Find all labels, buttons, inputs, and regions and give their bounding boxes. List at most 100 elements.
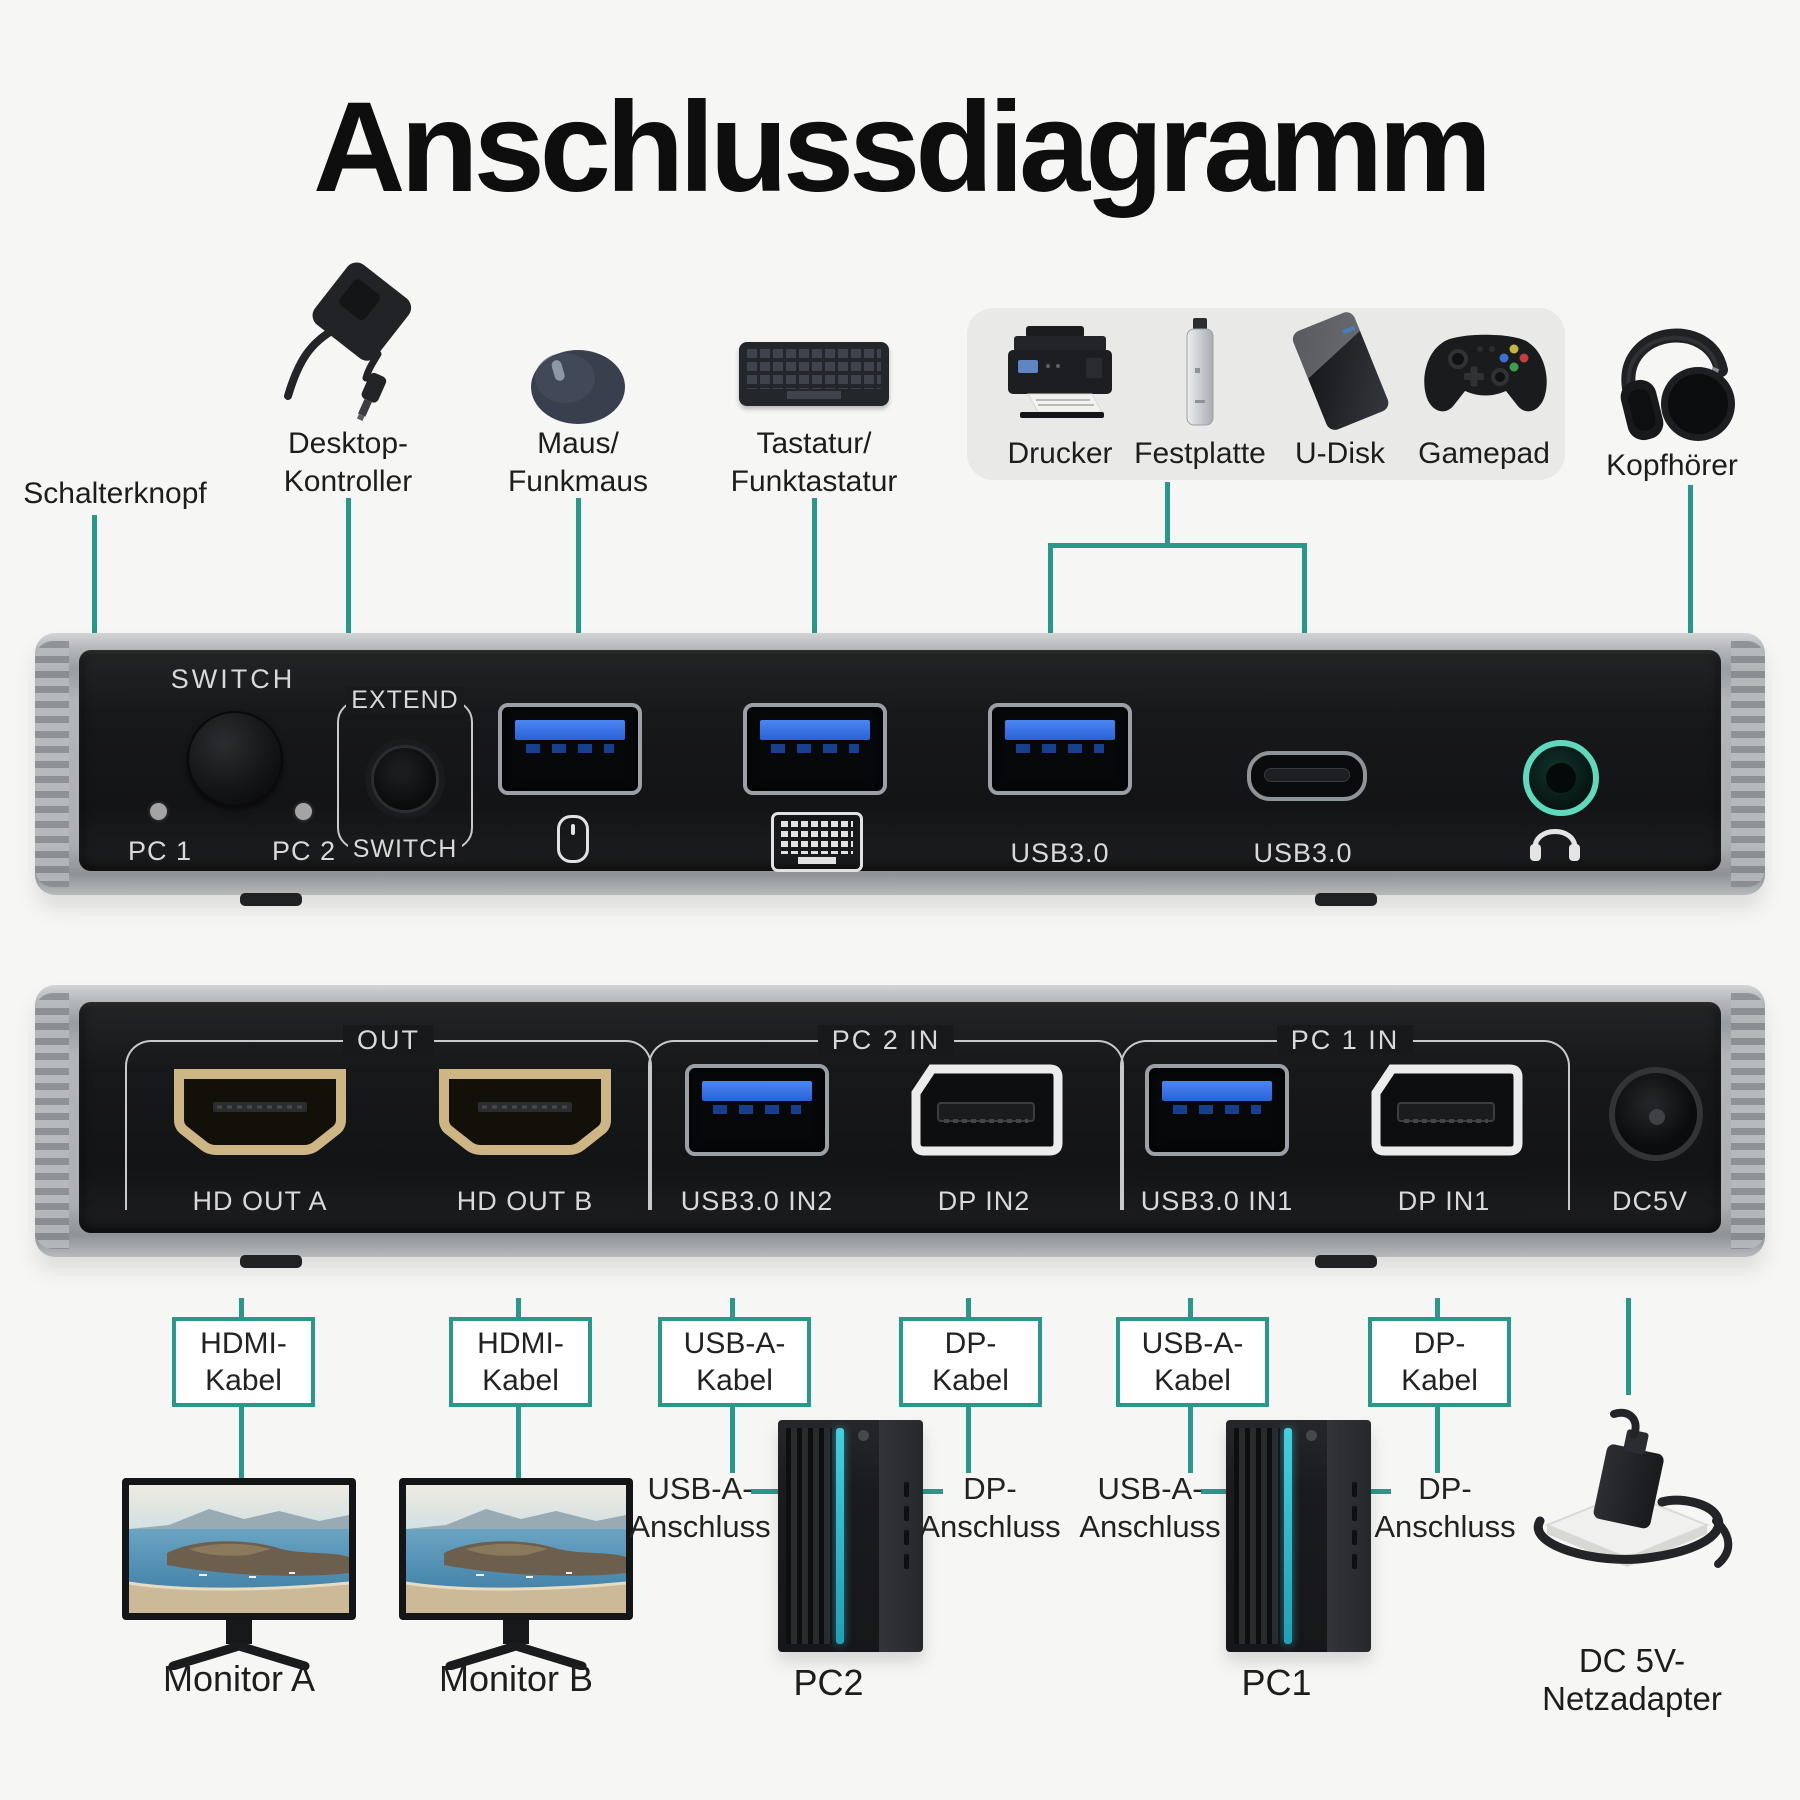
hdmi-port-b xyxy=(439,1069,611,1155)
monitor-b xyxy=(399,1478,633,1670)
connector-schalterknopf-v xyxy=(92,515,97,750)
pc2-led xyxy=(295,803,312,820)
label-festplatte: Festplatte xyxy=(1134,437,1266,470)
label-gamepad: Gamepad xyxy=(1418,437,1550,470)
mouse-port-icon xyxy=(557,815,589,863)
switch-button-label: SWITCH xyxy=(170,664,296,694)
drop-hdmi-a-top xyxy=(239,1298,244,1317)
connector-kopfhoerer-v xyxy=(1688,485,1693,765)
front-panel-left-ridge xyxy=(35,641,69,887)
keyboard-port-icon xyxy=(771,812,863,872)
drop-usb2-top xyxy=(730,1298,735,1317)
stub-usb-pc2 xyxy=(751,1489,778,1494)
dp-in1-label: DP IN1 xyxy=(1397,1186,1491,1216)
usb3-port-front xyxy=(988,703,1132,795)
back-panel-foot-right xyxy=(1315,1255,1377,1268)
usb3-in1-port xyxy=(1145,1064,1289,1156)
usb-c-port xyxy=(1247,751,1367,801)
back-panel-foot-left xyxy=(240,1255,302,1268)
dp-kabel-box-pc1: DP-Kabel xyxy=(1368,1317,1511,1407)
extend-switch-bracket: EXTEND SWITCH xyxy=(337,686,473,863)
stub-dp-pc1 xyxy=(1371,1489,1391,1494)
label-schalterknopf: Schalterknopf xyxy=(23,477,207,510)
monitor-b-label: Monitor B xyxy=(438,1658,594,1699)
label-kopfhoerer: Kopfhörer xyxy=(1606,449,1738,482)
keyboard-icon-space xyxy=(787,391,841,399)
back-panel-right-ridge xyxy=(1731,993,1765,1249)
hd-out-b-label: HD OUT B xyxy=(456,1186,594,1216)
label-tastatur: Tastatur/ Funktastatur xyxy=(730,427,898,498)
monitor-a-label: Monitor A xyxy=(162,1658,316,1699)
extend-label: EXTEND xyxy=(339,686,471,715)
drop-dp1-top xyxy=(1435,1298,1440,1317)
u-disk-icon xyxy=(1292,311,1389,430)
usb3-in1-label: USB3.0 IN1 xyxy=(1140,1186,1294,1216)
usb3-in2-label: USB3.0 IN2 xyxy=(680,1186,834,1216)
headphone-port-icon xyxy=(1530,829,1580,861)
drop-dp1-bottom xyxy=(1435,1399,1440,1473)
hd-out-a-label: HD OUT A xyxy=(192,1186,328,1216)
stub-usb-pc1 xyxy=(1201,1489,1226,1494)
usb-c-port-label: USB3.0 xyxy=(1253,838,1353,868)
section-pc1-in-bracket: PC 1 IN xyxy=(1120,1025,1570,1210)
section-pc2-in-label: PC 2 IN xyxy=(650,1025,1122,1056)
label-maus: Maus/ Funkmaus xyxy=(507,427,649,498)
label-desktop-kontroller: Desktop- Kontroller xyxy=(283,427,413,498)
drop-dc xyxy=(1626,1298,1631,1395)
pc1-label: PC1 xyxy=(1241,1662,1312,1703)
connector-usbgroup-feed xyxy=(1165,482,1170,545)
keyboard-icon-keys xyxy=(747,349,881,389)
connector-usbgroup-left xyxy=(1048,543,1053,713)
headphone-jack xyxy=(1523,740,1599,816)
front-panel-foot-right xyxy=(1315,893,1377,906)
dc5v-label: DC5V xyxy=(1611,1186,1689,1216)
keyboard-icon xyxy=(739,342,889,406)
drop-hdmi-a-bottom xyxy=(239,1399,244,1478)
dc-power-jack xyxy=(1609,1067,1703,1161)
connector-maus-v xyxy=(576,498,581,714)
pc1-led xyxy=(150,803,167,820)
section-pc1-in-label: PC 1 IN xyxy=(1122,1025,1568,1056)
usb-a-kabel-box-pc2: USB-A-Kabel xyxy=(658,1317,811,1407)
mouse-usb-port xyxy=(498,703,642,795)
headphones-icon xyxy=(1620,328,1735,441)
dp-kabel-box-pc2: DP-Kabel xyxy=(899,1317,1042,1407)
section-out-label: OUT xyxy=(127,1025,650,1056)
hdmi-port-a xyxy=(174,1069,346,1155)
mouse-icon xyxy=(531,350,625,424)
connector-tastatur-v xyxy=(812,498,817,714)
drop-dp2-bottom xyxy=(966,1399,971,1473)
extend-switch-label: SWITCH xyxy=(339,835,471,864)
keyboard-usb-port xyxy=(743,703,887,795)
monitor-b-stand-base xyxy=(445,1641,587,1670)
section-pc2-in-bracket: PC 2 IN xyxy=(648,1025,1124,1210)
drop-hdmi-b-bottom xyxy=(516,1399,521,1478)
pc1-tower xyxy=(1226,1420,1371,1652)
front-panel-right-ridge xyxy=(1731,641,1765,887)
monitor-b-screen xyxy=(399,1478,633,1620)
netzadapter-label: DC 5V- Netzadapter xyxy=(1542,1642,1722,1717)
drop-usb1-bottom xyxy=(1188,1399,1193,1473)
pc2-label: PC2 xyxy=(793,1662,864,1703)
label-drucker: Drucker xyxy=(1007,437,1113,470)
usb-a-anschluss-pc1: USB-A- Anschluss xyxy=(1079,1471,1221,1544)
desktop-controller-icon xyxy=(284,262,412,421)
monitor-a xyxy=(122,1478,356,1670)
monitor-a-stand-base xyxy=(168,1641,310,1670)
drop-usb2-bottom xyxy=(730,1399,735,1473)
dp-in1-port xyxy=(1371,1064,1523,1156)
dp-anschluss-pc1: DP- Anschluss xyxy=(1374,1471,1516,1544)
dp-anschluss-pc2: DP- Anschluss xyxy=(919,1471,1061,1544)
usb-a-anschluss-pc2: USB-A- Anschluss xyxy=(629,1471,771,1544)
back-panel-left-ridge xyxy=(35,993,69,1249)
monitor-a-screen xyxy=(122,1478,356,1620)
monitor-b-stand-neck xyxy=(503,1620,529,1644)
extend-switch-jack xyxy=(371,745,439,813)
festplatte-icon xyxy=(1186,318,1214,426)
switch-button xyxy=(187,711,283,807)
drop-dp2-top xyxy=(966,1298,971,1317)
connector-kontroller-v xyxy=(346,498,351,766)
pc2-led-label: PC 2 xyxy=(271,836,337,866)
usb-a-kabel-box-pc1: USB-A-Kabel xyxy=(1116,1317,1269,1407)
